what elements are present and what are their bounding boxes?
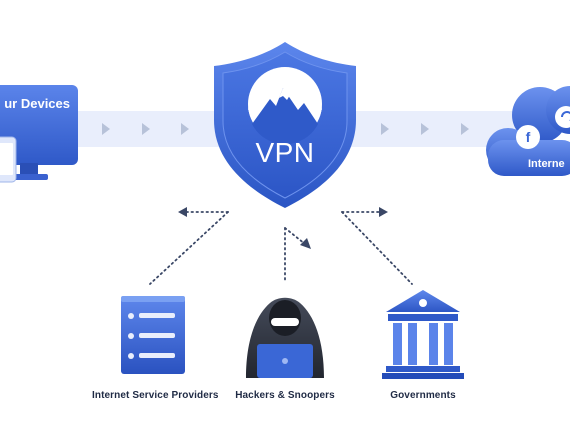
server-icon xyxy=(121,296,185,374)
facebook-icon xyxy=(516,125,540,149)
chevron-right-icon xyxy=(421,123,429,135)
chevron-right-icon xyxy=(102,123,110,135)
monitor-icon xyxy=(0,85,78,183)
leak-arrows xyxy=(149,211,413,285)
isp-label: Internet Service Providers xyxy=(92,390,219,401)
facebook-letter: f xyxy=(525,129,531,145)
internet-label: Interne xyxy=(528,158,565,170)
arrow-down-right-icon xyxy=(300,238,311,249)
hacker-icon xyxy=(246,297,324,378)
left-chevrons xyxy=(102,123,189,135)
chevron-right-icon xyxy=(381,123,389,135)
arrow-left-icon xyxy=(178,207,187,217)
arrow-right-icon xyxy=(379,207,388,217)
right-chevrons xyxy=(381,123,469,135)
governments-label: Governments xyxy=(390,390,456,401)
government-building-icon xyxy=(382,290,464,379)
vpn-label: VPN xyxy=(255,137,315,168)
chevron-right-icon xyxy=(181,123,189,135)
arrow-heads xyxy=(178,207,388,249)
vpn-shield-icon xyxy=(214,42,356,208)
devices-label: ur Devices xyxy=(4,96,70,111)
chevron-right-icon xyxy=(142,123,150,135)
hackers-label: Hackers & Snoopers xyxy=(235,390,335,401)
cloud-icon xyxy=(486,86,570,176)
chevron-right-icon xyxy=(461,123,469,135)
